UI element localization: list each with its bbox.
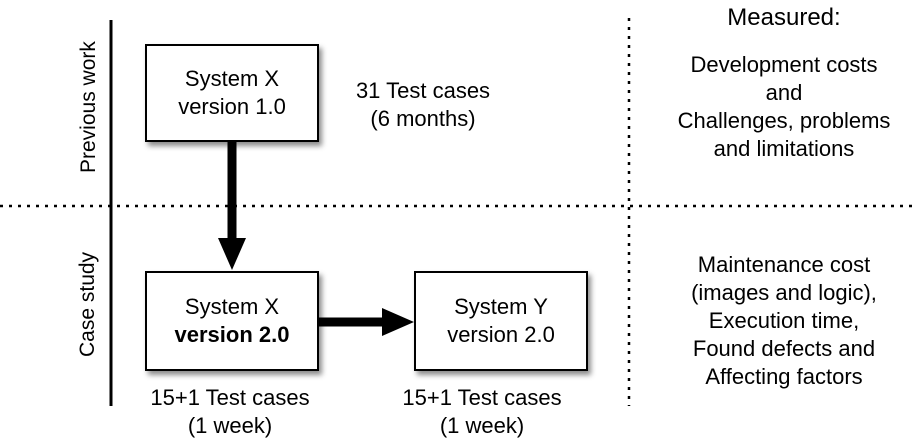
box-system-x-v2-line1: System X [184,294,280,319]
test-cases-x2-line2: (1 week) [187,413,273,438]
measured-case-item: Execution time, [708,308,860,333]
measured-previous-item: and limitations [713,136,855,161]
box-system-y-v2: System Y version 2.0 [414,271,588,371]
measured-previous-item: Challenges, problems [677,108,891,133]
test-cases-y2-line1: 15+1 Test cases [402,385,562,410]
test-cases-x1-line1: 31 Test cases [355,78,491,103]
test-cases-y2-line2: (1 week) [439,413,525,438]
box-system-x-v2: System X version 2.0 [145,271,319,371]
row-label-case-study: Case study [76,251,99,357]
measured-case-item: Maintenance cost [697,252,871,277]
measured-previous: Development costs and Challenges, proble… [654,51,914,163]
arrow-down [218,140,246,270]
row-label-previous-work: Previous work [77,41,100,173]
measured-case-item: Found defects and [692,336,876,361]
test-cases-x1-line2: (6 months) [370,106,476,131]
box-system-x-v1-line1: System X [184,66,280,91]
box-system-x-v2-line2: version 2.0 [174,322,290,347]
measured-previous-item: and [765,80,803,105]
box-system-x-v1-line2: version 1.0 [178,94,286,119]
box-system-x-v1: System X version 1.0 [145,44,319,142]
measured-title: Measured: [727,4,841,31]
box-system-y-v2-line1: System Y [454,294,548,319]
test-cases-x2-line1: 15+1 Test cases [150,385,310,410]
measured-case: Maintenance cost (images and logic), Exe… [654,251,914,391]
arrow-right [316,308,414,336]
measured-previous-item: Development costs [690,52,878,77]
measured-case-item: (images and logic), [691,280,877,305]
measured-case-item: Affecting factors [705,364,863,389]
box-system-y-v2-line2: version 2.0 [447,322,555,347]
test-cases-y2: 15+1 Test cases (1 week) [382,384,582,440]
test-cases-x1: 31 Test cases (6 months) [333,77,513,133]
test-cases-x2: 15+1 Test cases (1 week) [130,384,330,440]
